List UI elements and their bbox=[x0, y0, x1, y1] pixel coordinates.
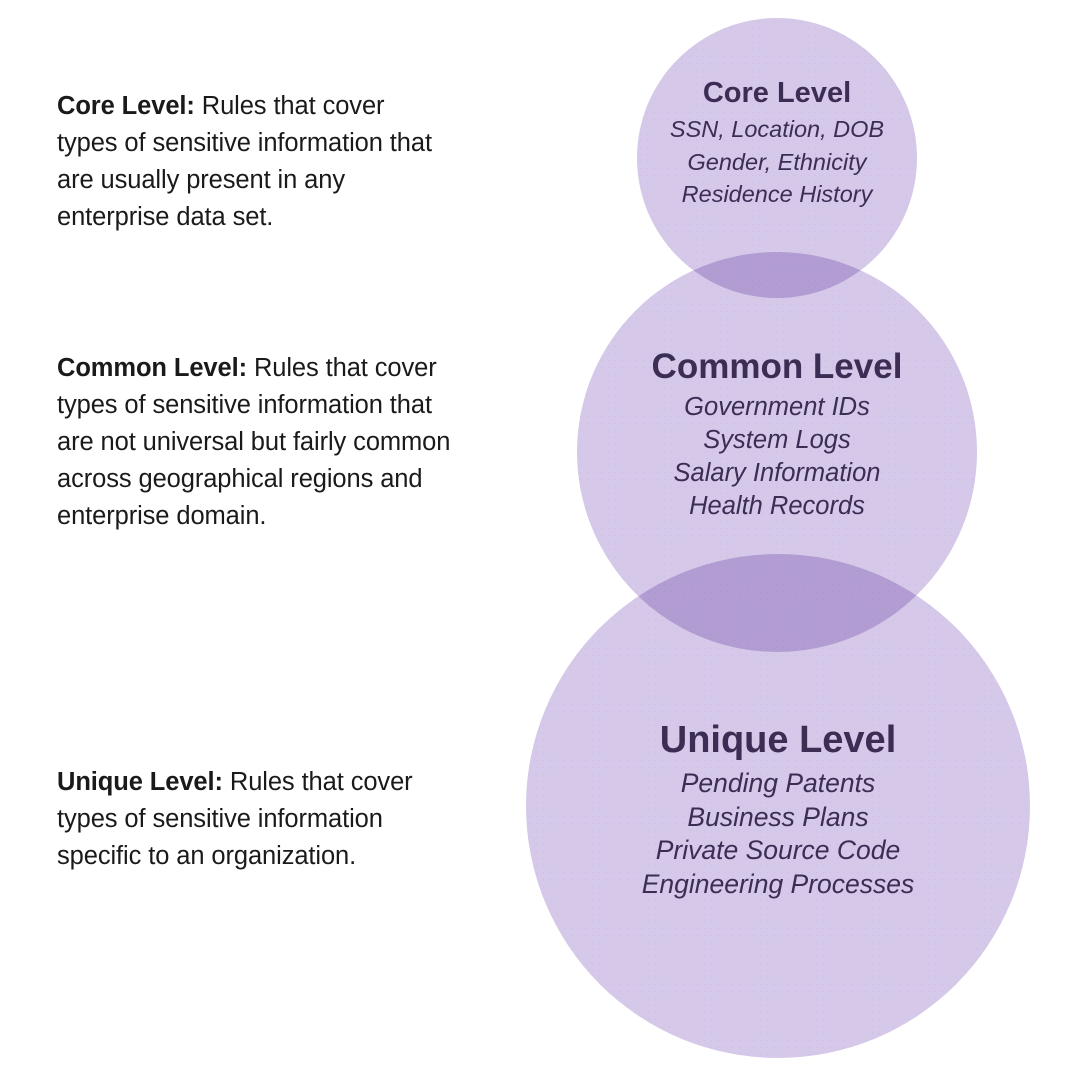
description-core-level: Core Level: Rules that cover types of se… bbox=[57, 88, 449, 236]
description-core-level-body: Rules that cover types of sensitive info… bbox=[57, 91, 432, 231]
circle-common-level-item: System Logs bbox=[703, 426, 851, 454]
descriptions-column: Core Level: Rules that cover types of se… bbox=[57, 0, 457, 1080]
circle-core-level-item: Gender, Ethnicity bbox=[687, 148, 867, 175]
circle-common-level-item: Government IDs bbox=[684, 393, 870, 421]
circle-unique-level: Unique Level Pending Patents Business Pl… bbox=[526, 554, 1030, 1058]
description-common-level-lead: Common Level: bbox=[57, 353, 247, 382]
description-unique-level: Unique Level: Rules that cover types of … bbox=[57, 764, 417, 875]
description-common-level-body: Rules that cover types of sensitive info… bbox=[57, 353, 451, 530]
circle-core-level: Core Level SSN, Location, DOB Gender, Et… bbox=[637, 18, 917, 298]
circle-unique-level-title: Unique Level bbox=[659, 719, 897, 761]
description-common-level: Common Level: Rules that cover types of … bbox=[57, 350, 457, 535]
description-core-level-lead: Core Level: bbox=[57, 91, 195, 120]
circle-core-level-item: Residence History bbox=[681, 181, 873, 207]
circle-core-level-items: SSN, Location, DOB Gender, Ethnicity Res… bbox=[670, 113, 884, 211]
circle-unique-level-item: Business Plans bbox=[687, 801, 869, 832]
circle-common-level-items: Government IDs System Logs Salary Inform… bbox=[674, 391, 881, 523]
circle-common-level-item: Salary Information bbox=[673, 459, 881, 487]
description-unique-level-lead: Unique Level: bbox=[57, 767, 223, 796]
description-unique-level-body: Rules that cover types of sensitive info… bbox=[57, 767, 413, 870]
circle-common-level-title: Common Level bbox=[651, 347, 903, 386]
circle-unique-level-item: Engineering Processes bbox=[641, 868, 915, 899]
circle-core-level-item: SSN, Location, DOB bbox=[669, 116, 885, 142]
circle-core-level-title: Core Level bbox=[702, 77, 852, 109]
circle-unique-level-items: Pending Patents Business Plans Private S… bbox=[642, 767, 915, 901]
circle-unique-level-item: Private Source Code bbox=[655, 835, 901, 865]
circle-common-level-item: Health Records bbox=[689, 492, 865, 520]
circle-unique-level-item: Pending Patents bbox=[680, 768, 876, 798]
